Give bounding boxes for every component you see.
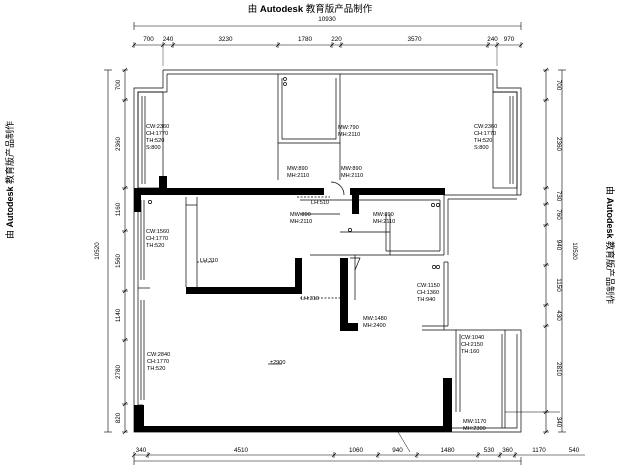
label-win-left-top-0: CW:2360 (146, 124, 169, 130)
dim-bottom-6: 360 (502, 447, 513, 454)
dim-right-2: 730 (555, 191, 562, 202)
label-door-center-1: MH:2110 (338, 132, 360, 138)
label-win-left-top-3: S:800 (146, 145, 161, 151)
dim-top-6: 240 (487, 36, 498, 43)
dim-left-6: 820 (115, 412, 122, 423)
dim-top-4: 220 (331, 36, 342, 43)
dim-right-5: 1150 (555, 278, 562, 292)
label-win-right-low-1: CH:2150 (461, 342, 483, 348)
label-door-bath-l-1: MH:2110 (287, 173, 309, 179)
dim-right-1: 2360 (555, 137, 562, 152)
dimension-lines (104, 22, 585, 465)
wall-solid (134, 176, 452, 432)
label-door-bath-r-1: MH:2110 (341, 173, 363, 179)
overall-height-right: 10520 (571, 242, 578, 260)
dim-bottom-4: 1480 (440, 447, 455, 454)
label-door-mid-l-0: MW:890 (290, 212, 311, 218)
label-win-left-top-2: TH:520 (146, 138, 164, 144)
dim-right-4: 940 (555, 240, 562, 251)
label-door-bottom-r-0: MW:1170 (463, 419, 486, 425)
label-win-left-top-1: CH:1770 (146, 131, 168, 137)
label-win-left-mid-1: CH:1770 (146, 236, 168, 242)
dim-left-labels: 700 2360 1160 1560 1140 2780 820 (115, 79, 122, 423)
dim-bottom-3: 940 (392, 447, 403, 454)
overall-height-left: 10520 (94, 242, 101, 260)
label-lh-510-0: LH:510 (311, 200, 329, 206)
dim-top-0: 700 (143, 36, 154, 43)
dim-top-labels: 700 240 3230 1780 220 3570 240 970 (143, 36, 515, 43)
wall-outlines (133, 69, 560, 453)
label-elevation-0: ±2900 (270, 360, 286, 366)
dim-top-3: 1780 (298, 36, 313, 43)
label-door-center-0: MW:790 (338, 125, 359, 131)
label-door-mid-l-1: MH:2110 (290, 219, 312, 225)
label-win-kitchen-2: TH:940 (417, 297, 435, 303)
label-win-right-top-1: CH:1770 (474, 131, 496, 137)
dim-right-0: 700 (555, 80, 562, 91)
dim-right-7: 2810 (555, 362, 562, 377)
dim-right-3: 760 (555, 209, 562, 220)
label-win-kitchen-1: CH:1360 (417, 290, 439, 296)
dim-left-1: 2360 (115, 137, 122, 152)
dim-bottom-0: 340 (136, 447, 147, 454)
watermark-top: 由 Autodesk 教育版产品制作 (247, 4, 373, 15)
label-door-entry-1: MH:2400 (363, 323, 386, 329)
label-win-right-low-0: CW:1040 (461, 335, 484, 341)
label-door-bath-r-0: MW:890 (341, 166, 362, 172)
dim-bottom-5: 530 (484, 447, 495, 454)
dim-bottom-8: 540 (569, 447, 580, 454)
dim-left-3: 1560 (115, 254, 122, 269)
dim-top-2: 3230 (218, 36, 233, 43)
label-door-bottom-r-1: MH:2300 (463, 426, 486, 432)
dim-right-8: 340 (555, 417, 562, 428)
dim-top-7: 970 (504, 36, 515, 43)
label-door-bath-l-0: MW:890 (287, 166, 308, 172)
label-win-right-low-2: TH:160 (461, 349, 479, 355)
label-lh-310-a-0: LH:310 (200, 258, 218, 264)
label-win-living-2: TH:520 (147, 366, 165, 372)
label-win-right-top-2: TH:520 (474, 138, 492, 144)
dim-bottom-labels: 340 4510 1060 940 1480 530 360 1170 540 (136, 447, 580, 454)
dim-bottom-1: 4510 (234, 447, 249, 454)
label-door-mid-r-1: MH:2110 (373, 219, 395, 225)
dim-left-0: 700 (115, 79, 122, 90)
label-lh-310-b-0: LH:310 (301, 296, 319, 302)
dim-right-labels: 700 2360 730 760 940 1150 430 2810 340 (555, 80, 562, 428)
dim-top-5: 3570 (407, 36, 422, 43)
dim-bottom-2: 1060 (349, 447, 364, 454)
room-labels: CW:2360CH:1770TH:520S:800CW:2360CH:1770T… (146, 124, 497, 432)
dim-top-1: 240 (163, 36, 174, 43)
label-door-entry-0: MW:1480 (363, 316, 387, 322)
label-win-right-top-3: S:800 (474, 145, 489, 151)
dim-left-2: 1160 (115, 202, 122, 216)
label-win-kitchen-0: CW:1150 (417, 283, 440, 289)
label-door-mid-r-0: MW:890 (373, 212, 394, 218)
dim-bottom-7: 1170 (532, 447, 546, 454)
label-win-living-0: CW:2840 (147, 352, 170, 358)
label-win-left-mid-0: CW:1560 (146, 229, 169, 235)
overall-width: 10930 (318, 16, 336, 23)
dim-left-5: 2780 (115, 365, 122, 380)
label-win-left-mid-2: TH:520 (146, 243, 164, 249)
label-win-right-top-0: CW:2360 (474, 124, 497, 130)
label-win-living-1: CH:1770 (147, 359, 169, 365)
dim-left-4: 1140 (115, 308, 122, 322)
dim-right-6: 430 (555, 310, 562, 321)
